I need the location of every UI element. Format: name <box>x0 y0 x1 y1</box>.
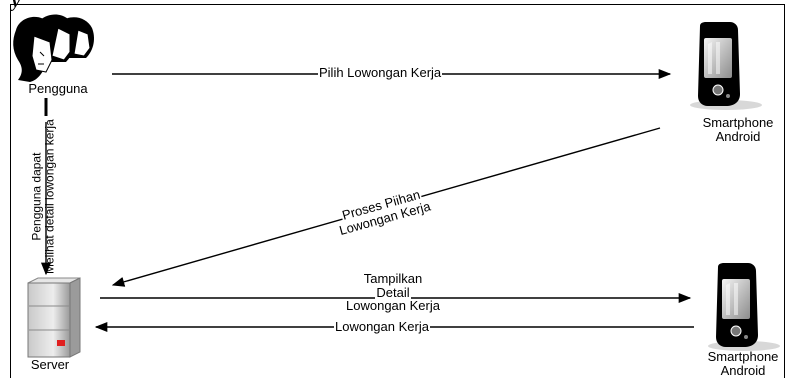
server-icon <box>27 277 81 358</box>
phone-bottom-label: Smartphone Android <box>700 350 786 377</box>
edge-label-return-job: Lowongan Kerja <box>334 319 430 334</box>
edge-label-show-detail: Tampilkan Detail Lowongan Kerja <box>318 272 468 313</box>
server-label: Server <box>30 357 70 372</box>
phone-bottom-label-text: Smartphone Android <box>707 349 779 378</box>
edge-label-show-detail-line1: Tampilkan <box>363 271 423 286</box>
smartphone-top-icon <box>690 22 762 110</box>
edge-label-user-view-line1: Pengguna dapat <box>29 152 44 241</box>
border-top <box>10 4 785 5</box>
phone-top-label: Smartphone Android <box>695 116 781 143</box>
smartphone-bottom-icon <box>708 263 780 351</box>
border-left <box>10 4 11 378</box>
edge-label-show-detail-line2: Detail <box>375 284 411 300</box>
partial-heading: y <box>12 0 20 11</box>
edge-label-show-detail-line3: Lowongan Kerja <box>346 298 440 314</box>
edge-label-user-view-line2: Melihat detail lowongan kerja <box>42 119 56 274</box>
edge-label-select-job: Pilih Lowongan Kerja <box>318 65 443 80</box>
edge-label-user-view: Pengguna dapat Melihat detail lowongan k… <box>29 97 56 297</box>
user-icon <box>13 14 94 83</box>
user-label: Pengguna <box>28 81 88 96</box>
phone-top-label-text: Smartphone Android <box>702 115 774 144</box>
border-right <box>784 4 785 378</box>
